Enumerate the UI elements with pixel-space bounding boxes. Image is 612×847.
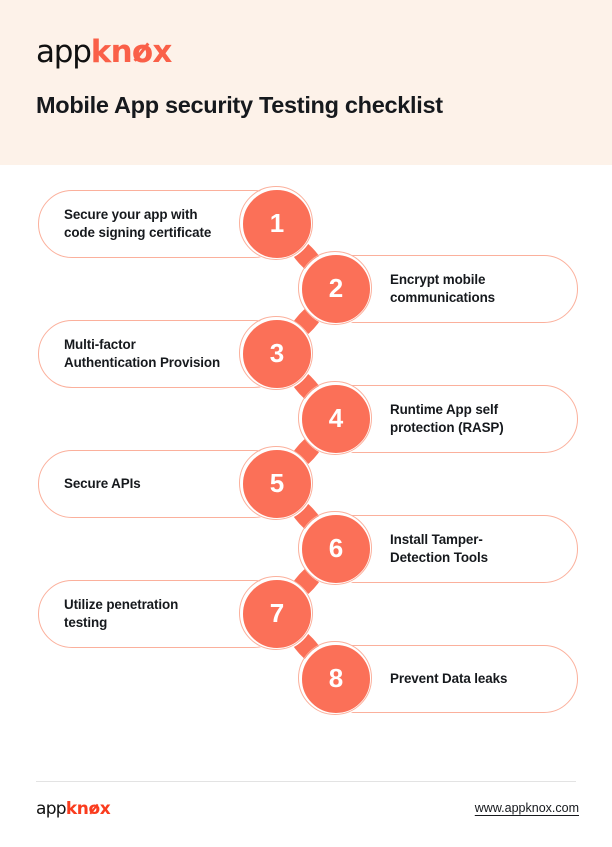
checklist-item[interactable]: Utilize penetration testing 7 — [0, 575, 612, 651]
footer-logo-text-app: app — [36, 799, 67, 819]
checklist-item[interactable]: Install Tamper- Detection Tools 6 — [0, 510, 612, 586]
checklist-item-label-line1: Secure your app with — [64, 206, 198, 222]
logo-slash-icon — [133, 42, 150, 62]
checklist-item-label-line2: protection (RASP) — [390, 420, 504, 435]
checklist-item-label: Prevent Data leaks — [390, 645, 570, 713]
footer-logo-slash-icon — [89, 803, 99, 814]
footer-divider — [36, 781, 576, 782]
checklist-item-label-line2: Detection Tools — [390, 550, 488, 565]
checklist-item-number: 4 — [328, 403, 344, 433]
logo-text-app: app — [36, 34, 92, 70]
checklist-item-number-badge: 3 — [238, 315, 314, 391]
checklist-item-number-badge: 8 — [297, 640, 373, 716]
checklist-item-label-line2: testing — [64, 615, 108, 630]
checklist-item-number-badge: 4 — [297, 380, 373, 456]
checklist-item[interactable]: Prevent Data leaks 8 — [0, 640, 612, 716]
checklist-item-label-line2: communications — [390, 290, 495, 305]
checklist-item-number: 6 — [328, 533, 344, 563]
checklist-item-label-line1: Encrypt mobile — [390, 271, 486, 287]
footer-logo-knox-x: x — [99, 799, 111, 819]
checklist-item-number-badge: 5 — [238, 445, 314, 521]
checklist-item-label-line1: Prevent Data leaks — [390, 670, 508, 686]
checklist-item-label: Utilize penetration testing — [64, 580, 254, 648]
website-link[interactable]: www.appknox.com — [474, 801, 579, 815]
logo-knox-kn: kn — [90, 34, 133, 70]
checklist-item-label-line1: Secure APIs — [64, 475, 141, 491]
checklist-item-label-line1: Multi-factor — [64, 336, 136, 352]
checklist-item-number-badge: 2 — [297, 250, 373, 326]
checklist-item-label-line1: Utilize penetration — [64, 596, 179, 612]
checklist-item-label-line2: Authentication Provision — [64, 355, 221, 370]
checklist-item-number: 1 — [269, 208, 285, 238]
checklist-item-label-line1: Install Tamper- — [390, 531, 483, 547]
checklist-item-number: 3 — [269, 338, 285, 368]
footer: appknox www.appknox.com — [0, 775, 612, 847]
checklist-item-label: Secure your app with code signing certifi… — [64, 190, 254, 258]
checklist-item[interactable]: Secure your app with code signing certifi… — [0, 185, 612, 261]
checklist-item[interactable]: Encrypt mobile communications 2 — [0, 250, 612, 326]
checklist-item-label: Encrypt mobile communications — [390, 255, 570, 323]
footer-logo-knox-kn: kn — [65, 799, 89, 819]
footer-logo-text-knox: knox — [65, 799, 111, 819]
checklist-item-number: 2 — [328, 273, 344, 303]
logo-knox-x: x — [152, 34, 172, 70]
checklist-item[interactable]: Secure APIs 5 — [0, 445, 612, 521]
checklist-item-number: 8 — [328, 663, 344, 693]
checklist-item-number-badge: 6 — [297, 510, 373, 586]
checklist-item-number: 7 — [269, 598, 285, 628]
checklist-item-label: Runtime App self protection (RASP) — [390, 385, 570, 453]
checklist-item-label: Install Tamper- Detection Tools — [390, 515, 570, 583]
checklist-chain: Secure your app with code signing certifi… — [0, 165, 612, 775]
checklist-item-label-line1: Runtime App self — [390, 401, 499, 417]
checklist-item-label-line2: code signing certificate — [64, 225, 212, 240]
checklist-item-number-badge: 1 — [238, 185, 314, 261]
checklist-item-label: Secure APIs — [64, 450, 254, 518]
checklist-item-number: 5 — [269, 468, 285, 498]
checklist-item-number-badge: 7 — [238, 575, 314, 651]
footer-appknox-logo: appknox — [36, 799, 111, 819]
page-title: Mobile App security Testing checklist — [36, 92, 443, 118]
checklist-item[interactable]: Runtime App self protection (RASP) 4 — [0, 380, 612, 456]
